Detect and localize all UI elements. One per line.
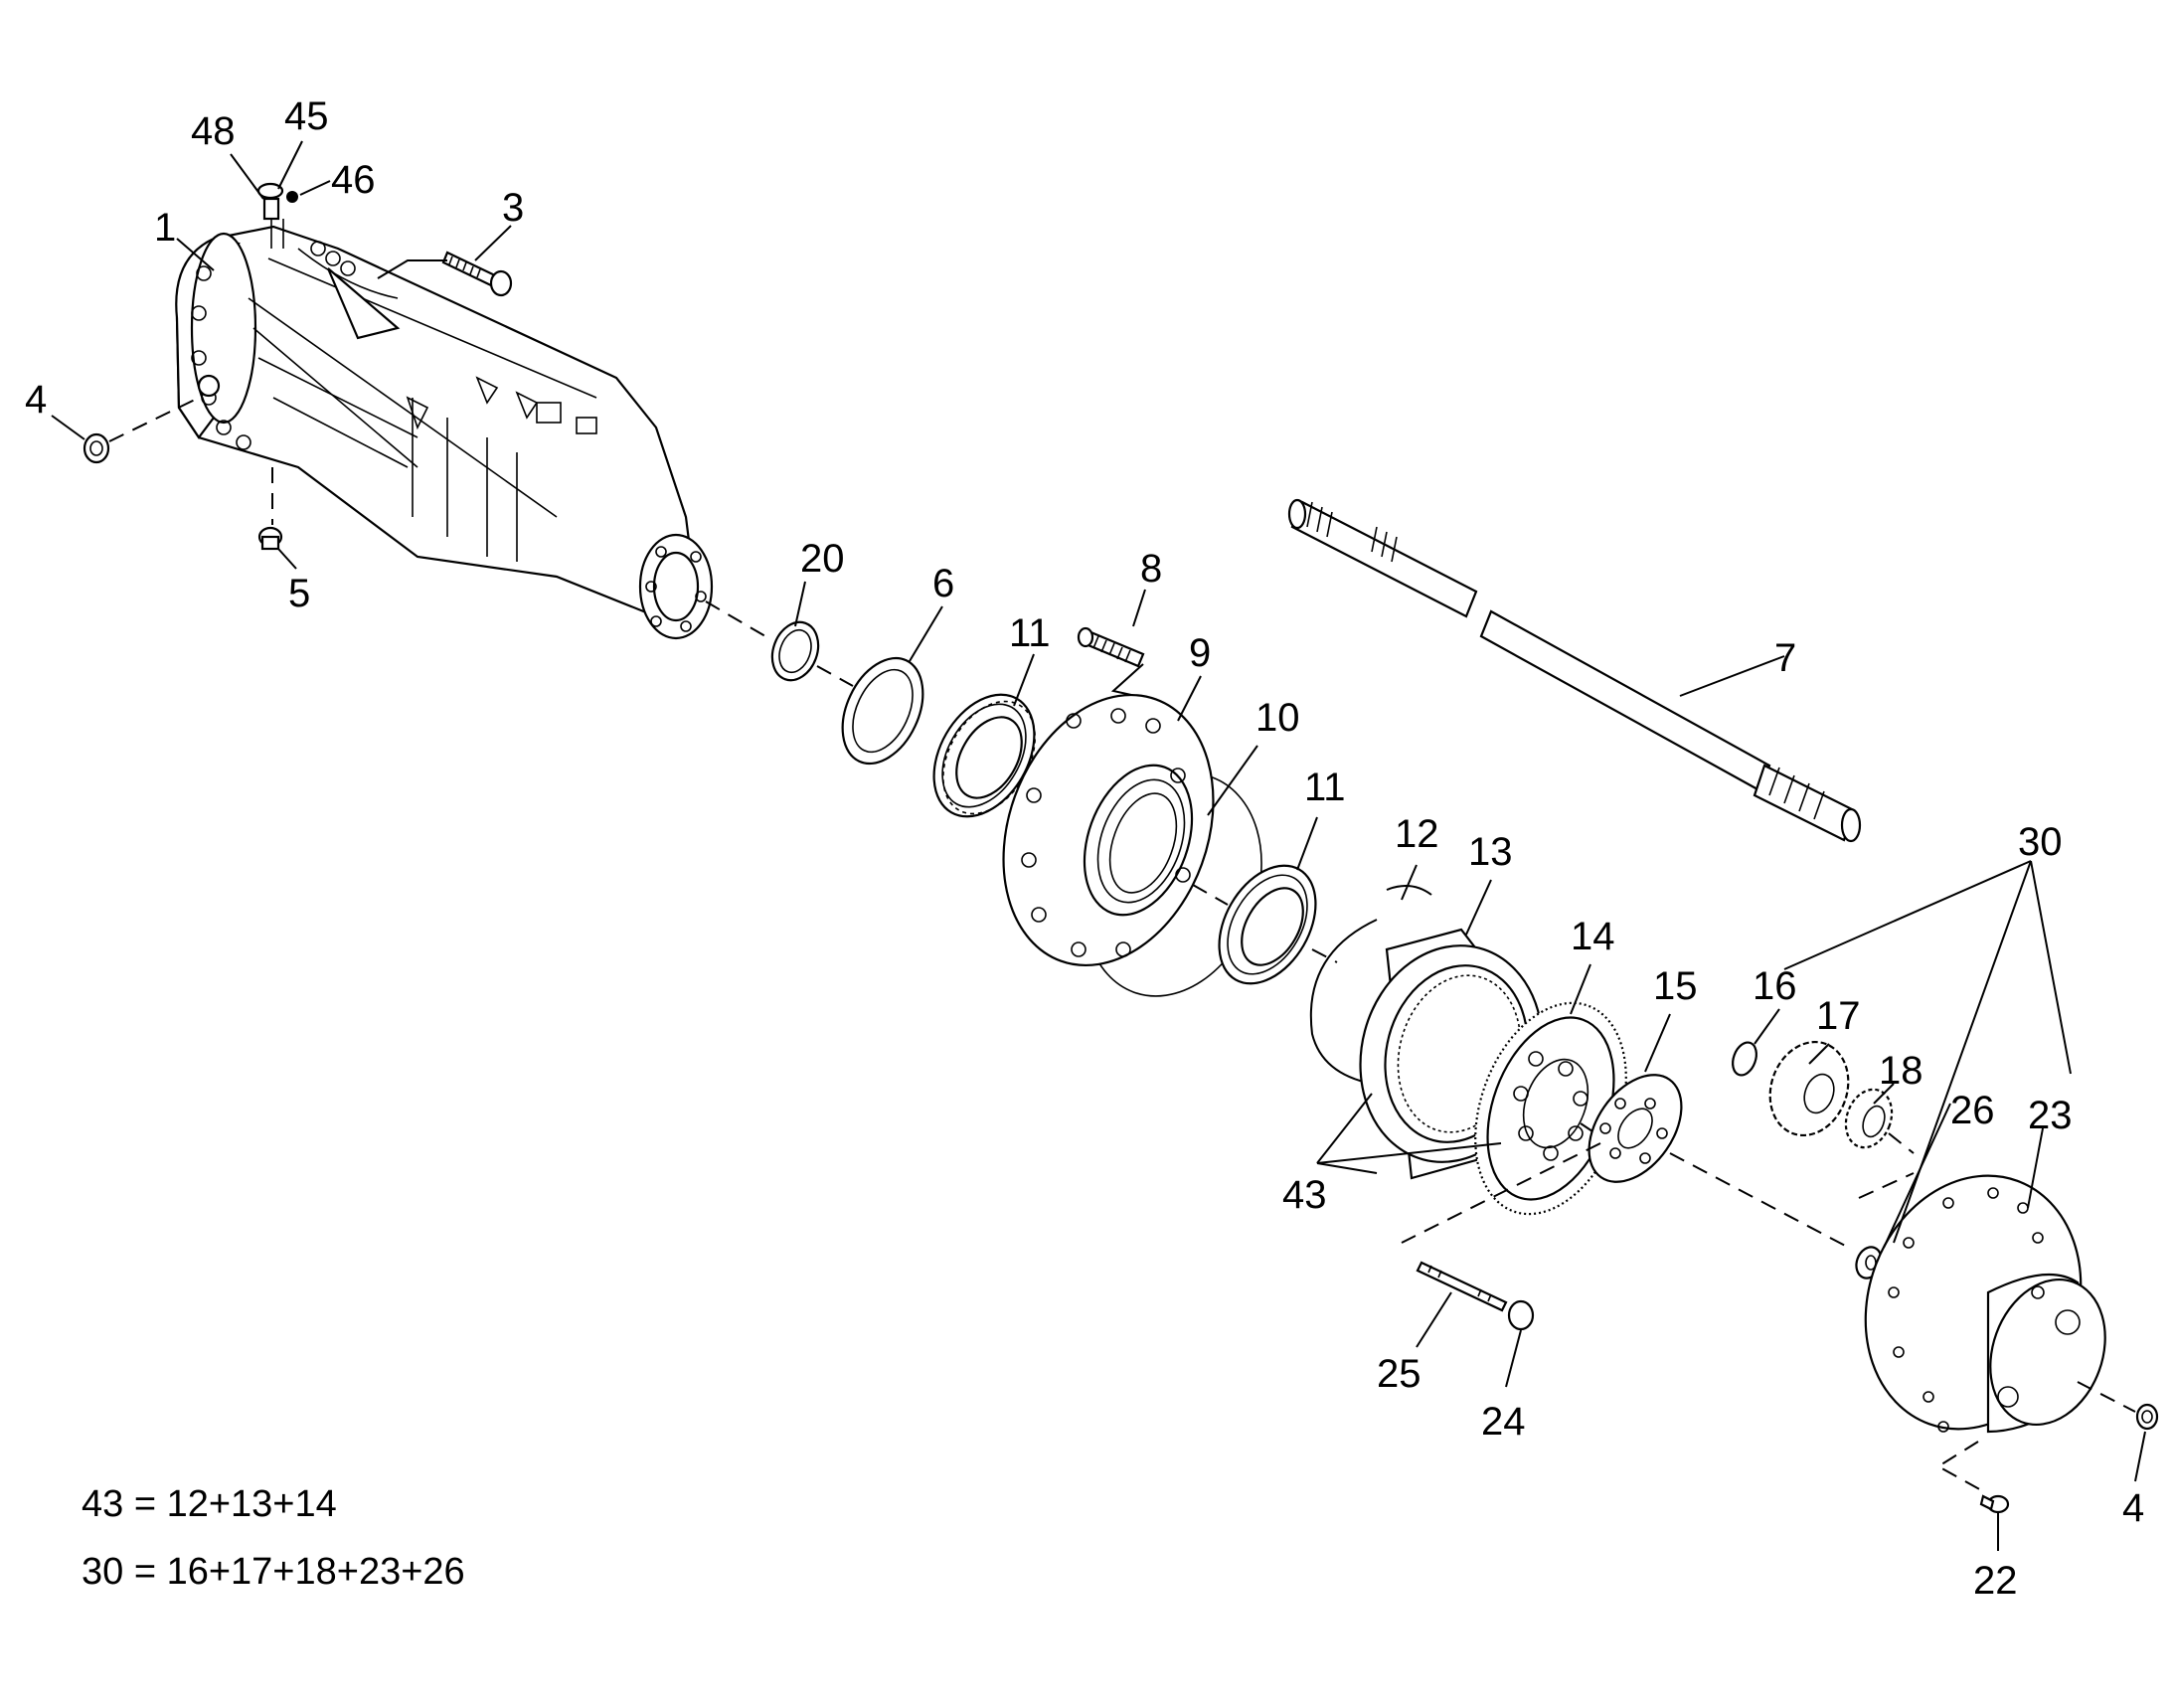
callout-48: 48 xyxy=(191,109,236,153)
plug-5 xyxy=(257,467,283,551)
nut-4-left xyxy=(83,397,200,464)
axle-shaft-7 xyxy=(1287,498,1862,843)
callout-15: 15 xyxy=(1653,964,1698,1008)
callout-11b: 11 xyxy=(1304,766,1346,809)
callout-26: 26 xyxy=(1950,1089,1995,1132)
planet-gear-17 xyxy=(1768,1040,1850,1137)
callout-45: 45 xyxy=(284,94,329,138)
snap-ring-16 xyxy=(1732,1041,1757,1077)
planet-carrier-14 xyxy=(1474,1001,1627,1216)
stud-8 xyxy=(1077,626,1159,702)
callout-10: 10 xyxy=(1255,696,1300,740)
thrust-washer-15 xyxy=(1588,1074,1683,1183)
bearing-11a xyxy=(932,693,1036,818)
callout-5: 5 xyxy=(288,572,310,615)
planetary-housing-23 xyxy=(1864,1174,2106,1434)
callout-14: 14 xyxy=(1571,915,1615,958)
bearing-11b xyxy=(1218,864,1317,985)
needle-bearing-18 xyxy=(1844,1088,1894,1149)
callout-30: 30 xyxy=(2018,820,2063,864)
screw-22 xyxy=(1936,1441,2010,1514)
callout-7: 7 xyxy=(1774,636,1796,680)
callout-23: 23 xyxy=(2028,1094,2073,1137)
legend-line-43: 43 = 12+13+14 xyxy=(82,1483,337,1525)
bolt-3 xyxy=(377,251,513,297)
callout-4-left: 4 xyxy=(25,378,47,422)
callout-1: 1 xyxy=(154,206,176,250)
callout-22: 22 xyxy=(1973,1559,2018,1603)
o-ring-20 xyxy=(770,620,820,682)
leader-lines xyxy=(51,140,2146,1551)
callout-8: 8 xyxy=(1140,547,1162,591)
callout-13: 13 xyxy=(1468,830,1513,874)
callout-12: 12 xyxy=(1395,812,1439,856)
seal-6 xyxy=(841,656,924,766)
callout-11a: 11 xyxy=(1009,611,1051,655)
bolt-25-nut-24 xyxy=(1416,1261,1535,1331)
callout-24: 24 xyxy=(1481,1400,1526,1444)
callouts: 48 45 46 1 3 4 5 20 6 11 8 9 10 11 12 13… xyxy=(25,94,2144,1603)
axle-housing xyxy=(175,225,714,640)
legend-line-30: 30 = 16+17+18+23+26 xyxy=(82,1551,465,1593)
callout-17: 17 xyxy=(1816,994,1861,1038)
callout-3: 3 xyxy=(502,186,524,230)
callout-25: 25 xyxy=(1377,1352,1421,1396)
callout-9: 9 xyxy=(1189,631,1211,675)
callout-6: 6 xyxy=(932,562,954,605)
callout-20: 20 xyxy=(800,537,845,581)
callout-16: 16 xyxy=(1753,964,1797,1008)
callout-46: 46 xyxy=(331,158,376,202)
wheel-hub-9 xyxy=(1002,693,1262,997)
callout-4-right: 4 xyxy=(2122,1486,2144,1530)
breather-plug-assembly xyxy=(256,182,298,249)
callout-43: 43 xyxy=(1282,1173,1327,1217)
snap-ring-12 xyxy=(1309,885,1432,1085)
plug-4-right xyxy=(2077,1381,2159,1431)
callout-18: 18 xyxy=(1879,1049,1923,1093)
legend: 43 = 12+13+14 30 = 16+17+18+23+26 xyxy=(82,1483,465,1593)
